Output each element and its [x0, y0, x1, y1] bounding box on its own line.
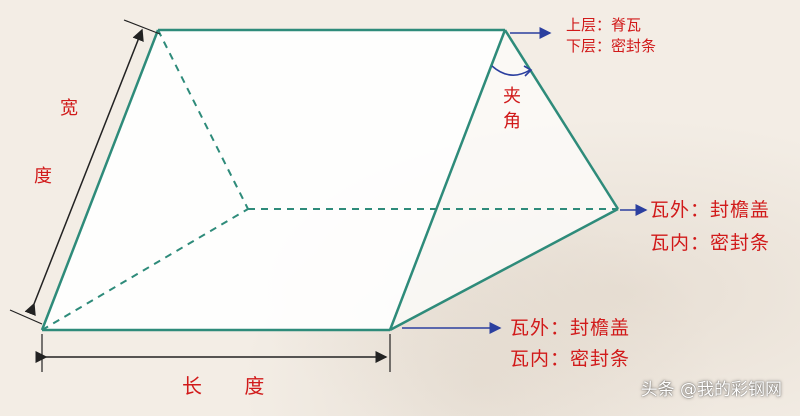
width-dimension-line	[24, 28, 144, 316]
width-tick-top	[123, 19, 161, 35]
ridge-lower-label: 下层：密封条	[566, 37, 657, 55]
angle-arc-head	[523, 65, 533, 77]
bottom-inner-label: 瓦内：密封条	[510, 348, 631, 370]
right-outer-label: 瓦外：封檐盖	[650, 199, 771, 221]
angle-arc	[491, 65, 531, 76]
edge-right-slope	[503, 29, 620, 210]
right-slope-face	[390, 30, 618, 330]
width-label-char-2: 度	[34, 166, 52, 187]
length-label: 长 度	[182, 374, 283, 398]
angle-label-char-2: 角	[503, 111, 521, 132]
edge-right-bottom	[389, 207, 619, 332]
width-tick-bottom	[9, 309, 43, 325]
right-inner-label: 瓦内：密封条	[650, 232, 771, 254]
angle-label-char-1: 夹	[503, 86, 521, 107]
width-label-char-1: 宽	[60, 98, 78, 119]
edge-front-right	[388, 29, 507, 331]
watermark-text: 头条 @我的彩钢网	[640, 380, 782, 400]
front-face	[42, 30, 505, 330]
bottom-outer-label: 瓦外：封檐盖	[510, 317, 631, 339]
ridge-upper-label: 上层：脊瓦	[566, 16, 642, 34]
